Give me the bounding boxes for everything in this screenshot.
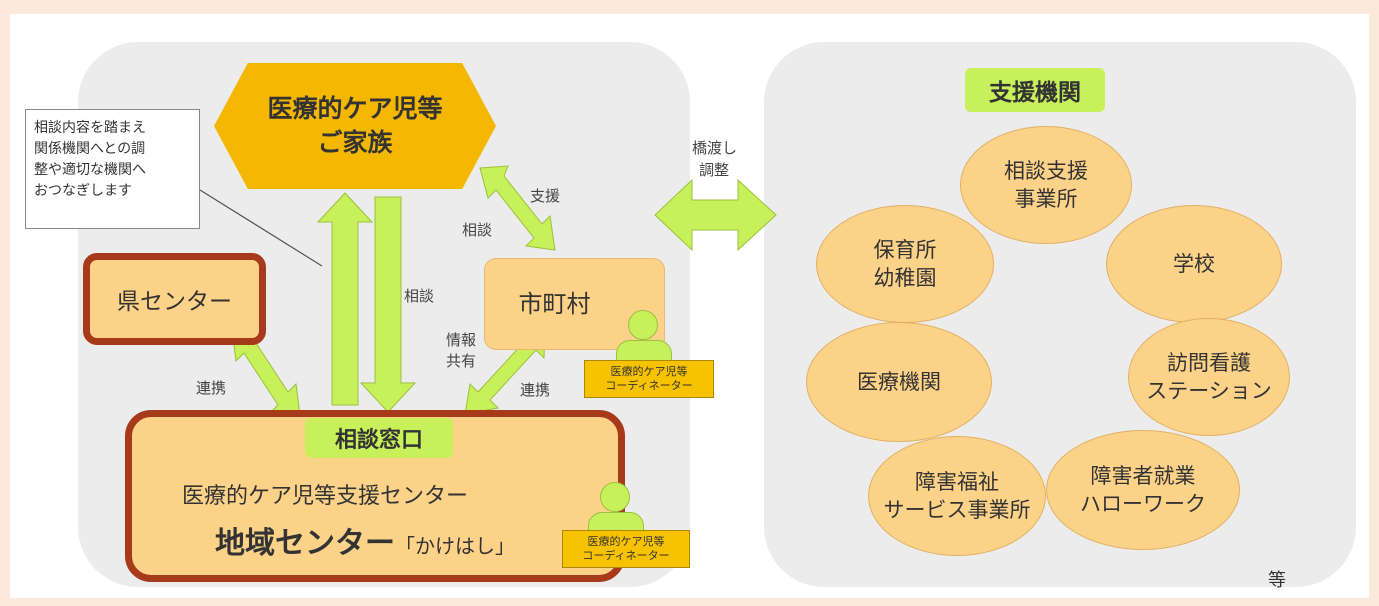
org-shogai-fukushi: 障害福祉 サービス事業所 [868,436,1046,556]
org-homon-kango: 訪問看護 ステーション [1128,318,1290,436]
org-line: 障害福祉 [915,470,999,494]
coordinator-label: 医療的ケア児等 コーディネーター [562,530,690,568]
org-gakko: 学校 [1106,205,1282,323]
arrow-bridge [654,178,777,252]
coordinator-line2: コーディネーター [582,549,670,562]
family-line2: ご家族 [317,128,393,157]
family-hexagon: 医療的ケア児等 ご家族 [214,63,496,189]
label-joho: 情報 [446,331,477,349]
ken-center-box: 県センター [83,253,266,345]
org-line: 医療機関 [857,370,941,394]
etc-label: 等 [1268,570,1286,591]
note-line: おつなぎします [34,183,132,199]
note-box: 相談内容を踏まえ 関係機関へとの調 整や適切な機関へ おつなぎします [25,109,200,229]
support-institutions-title: 支援機関 [965,68,1105,112]
consultation-window-label: 相談窓口 [305,418,453,458]
coordinator-person-icon [600,482,630,512]
arrow-family-municipality [479,165,556,251]
family-line1: 医療的ケア児等 [267,94,443,123]
note-line: 関係機関へとの調 [34,141,146,157]
label-renkei-right: 連携 [520,381,551,399]
coordinator-label: 医療的ケア児等 コーディネーター [584,360,714,398]
coordinator-line2: コーディネーター [605,379,693,392]
org-hoikusho: 保育所 幼稚園 [816,205,994,323]
org-line: 事業所 [1014,187,1078,211]
label-kyoyu: 共有 [446,352,477,370]
org-line: ステーション [1146,379,1272,403]
municipality-label: 市町村 [518,289,591,318]
arrow-down-to-window [359,196,417,413]
org-line: 障害者就業 [1090,464,1196,488]
regional-center-main: 地域センター [215,526,395,561]
regional-center-subtitle: 医療的ケア児等支援センター [182,484,469,509]
org-line: 相談支援 [1004,159,1088,183]
org-soudan-shien: 相談支援 事業所 [960,126,1132,244]
label-shien: 支援 [530,187,561,205]
coordinator-person-icon [628,310,658,340]
coordinator-line1: 医療的ケア児等 [610,365,688,378]
org-line: サービス事業所 [883,498,1031,522]
org-iryo-kikan: 医療機関 [806,322,992,442]
note-pointer-line [199,189,323,267]
coordinator-person-body-icon [588,512,644,532]
org-line: 学校 [1173,252,1215,276]
label-soudan-vertical: 相談 [404,287,435,305]
coordinator-person-body-icon [616,340,672,362]
arrow-up-to-family [316,192,374,406]
org-line: 幼稚園 [873,266,937,290]
label-soudan-diag: 相談 [462,221,493,239]
org-shugyo: 障害者就業 ハローワーク [1046,430,1240,550]
regional-center-title: 地域センター「かけはし」 [215,518,515,562]
label-hashiwatashi: 橋渡し [692,139,738,157]
note-line: 整や適切な機関へ [34,162,146,178]
regional-center-nickname: 「かけはし」 [395,534,515,558]
org-line: 保育所 [873,238,937,262]
coordinator-line1: 医療的ケア児等 [587,535,665,548]
org-line: ハローワーク [1080,492,1206,516]
org-line: 訪問看護 [1167,351,1251,375]
regional-center-box [125,410,625,582]
label-renkei-left: 連携 [196,379,227,397]
note-line: 相談内容を踏まえ [34,120,146,136]
label-chosei: 調整 [699,161,730,179]
